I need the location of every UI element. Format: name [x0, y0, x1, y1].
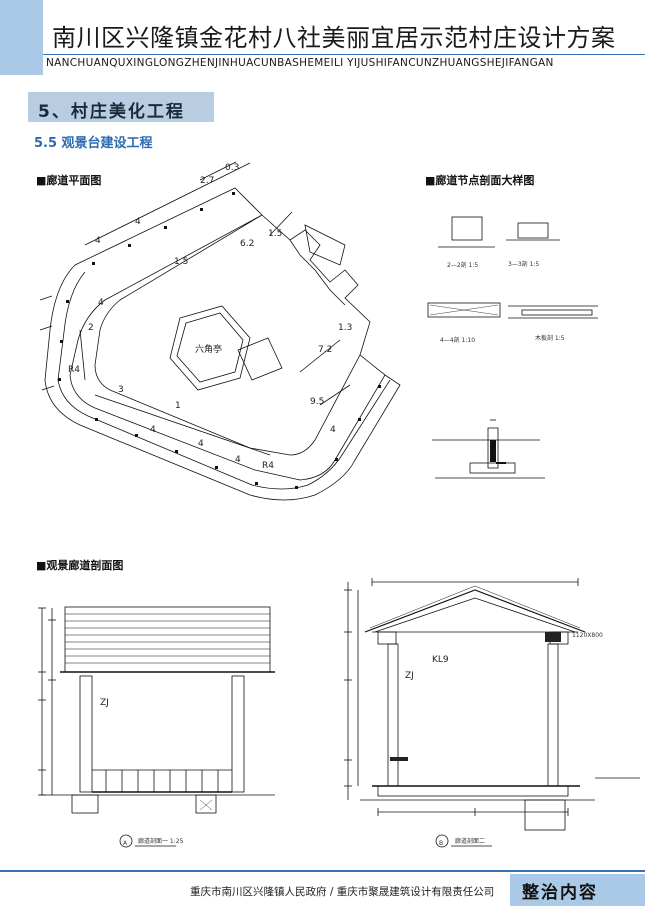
section-a-mark: A — [123, 840, 128, 847]
section-drawing-label: ■观景廊道剖面图 — [36, 559, 124, 572]
dim-label: 0.3 — [225, 163, 239, 173]
dim-label: 7.2 — [318, 345, 332, 355]
dim-label: 2.7 — [200, 176, 214, 186]
section-b-beam-size: 1120X800 — [572, 632, 603, 639]
detail-drawings — [427, 216, 598, 479]
detail-caption: 木板剖 1:5 — [535, 334, 565, 342]
footer-credit: 重庆市南川区兴隆镇人民政府 / 重庆市聚晟建筑设计有限责任公司 — [190, 886, 495, 898]
dim-label: 4 — [95, 236, 101, 246]
section-heading-bar — [28, 92, 214, 122]
plan-dimension-labels: 2.7 0.3 4 4 1.5 6.2 1.5 4 2 R4 1.3 7.2 9… — [68, 163, 352, 471]
dim-label: 9.5 — [310, 397, 324, 407]
dim-label: R4 — [262, 461, 274, 471]
dim-label: 4 — [98, 298, 104, 308]
plan-drawing-label: ■廊道平面图 — [36, 174, 102, 187]
section-b-caption: 廊道剖面二 — [455, 837, 485, 845]
section-a-drawing — [38, 606, 275, 848]
dim-label: 1 — [175, 401, 181, 411]
detail-caption: 4—4剖 1:10 — [440, 336, 475, 344]
subsection-title: 5.5 观景台建设工程 — [34, 136, 153, 151]
page-title: 南川区兴隆镇金花村八社美丽宜居示范村庄设计方案 — [52, 24, 616, 52]
section-b-beam-tag: KL9 — [432, 655, 449, 665]
section-title: 5、村庄美化工程 — [38, 102, 185, 122]
footer-tag-block — [510, 874, 645, 906]
dim-label: 4 — [235, 455, 241, 465]
header-accent-block — [0, 0, 43, 75]
dim-label: 1.5 — [268, 229, 282, 239]
footer-divider — [0, 870, 645, 872]
dim-label: 3 — [118, 385, 124, 395]
detail-caption: 3—3剖 1:5 — [508, 260, 539, 268]
page-subtitle-pinyin: NANCHUANQUXINGLONGZHENJINHUACUNBASHEMEIL… — [46, 57, 554, 69]
pavilion-label: 六角亭 — [195, 343, 222, 355]
detail-drawing-label: ■廊道节点剖面大样图 — [425, 174, 535, 187]
footer-tag-label: 整治内容 — [522, 883, 598, 903]
section-b-drawing — [344, 578, 640, 848]
corridor-plan — [39, 161, 401, 501]
dim-label: R4 — [68, 365, 80, 375]
dim-label: 6.2 — [240, 239, 254, 249]
header-divider — [43, 54, 645, 55]
section-b-column-tag: ZJ — [405, 671, 414, 681]
dim-label: 4 — [330, 425, 336, 435]
dim-label: 1.3 — [338, 323, 352, 333]
dim-label: 4 — [150, 425, 156, 435]
detail-caption: 2—2剖 1:5 — [447, 261, 478, 269]
section-b-mark: B — [439, 840, 443, 847]
dim-label: 1.5 — [174, 257, 188, 267]
detail-scale-captions: 2—2剖 1:5 3—3剖 1:5 4—4剖 1:10 木板剖 1:5 — [440, 260, 565, 344]
dim-label: 2 — [88, 323, 94, 333]
dim-label: 4 — [198, 439, 204, 449]
dim-label: 4 — [135, 217, 141, 227]
section-a-caption: 廊道剖面一 1:25 — [138, 837, 184, 845]
section-a-column-tag: ZJ — [100, 698, 109, 708]
